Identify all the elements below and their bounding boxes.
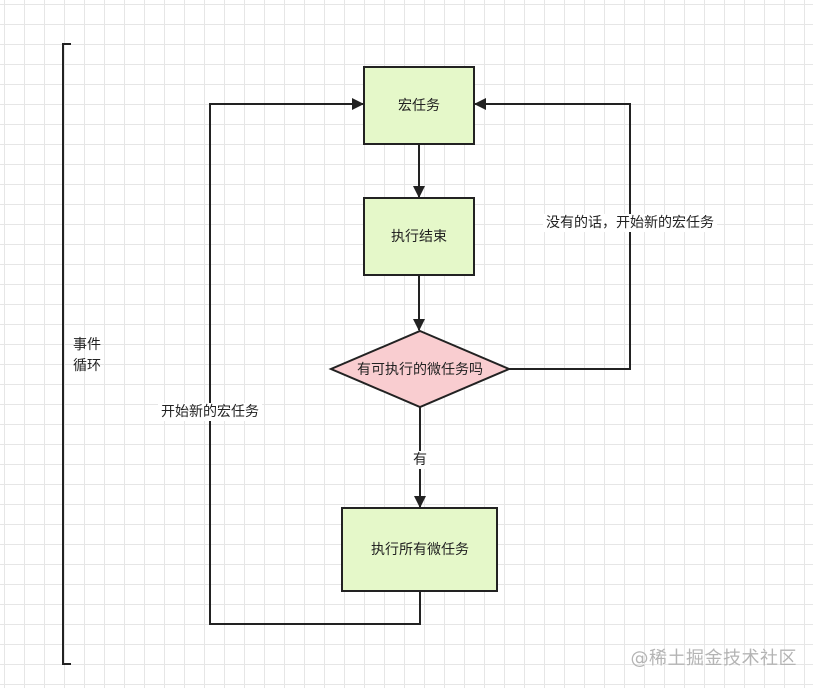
bracket-label-line2: 循环	[73, 358, 101, 374]
edge-micro-loop-back	[209, 98, 421, 625]
edge-start-new-macro-label: 开始新的宏任务	[161, 404, 259, 420]
bracket-label-line1: 事件	[73, 337, 101, 353]
execution-end-node	[363, 197, 475, 276]
macro-task-label: 宏任务	[398, 98, 440, 114]
edge-no-label: 没有的话，开始新的宏任务	[546, 215, 714, 231]
edge-decision-no	[474, 98, 631, 370]
watermark: @稀土掘金技术社区	[630, 648, 797, 669]
micro-task-decision-label: 有可执行的微任务吗	[357, 362, 483, 378]
edge-yes-label: 有	[413, 452, 427, 468]
macro-task-node	[363, 66, 475, 145]
edge-no-label-backdrop	[543, 214, 717, 232]
execution-end-label: 执行结束	[391, 229, 447, 245]
run-micro-tasks-label: 执行所有微任务	[371, 542, 469, 558]
edge-start-new-macro-label-backdrop	[158, 403, 262, 421]
event-loop-bracket	[62, 43, 71, 665]
edge-yes-label-backdrop	[410, 451, 430, 469]
